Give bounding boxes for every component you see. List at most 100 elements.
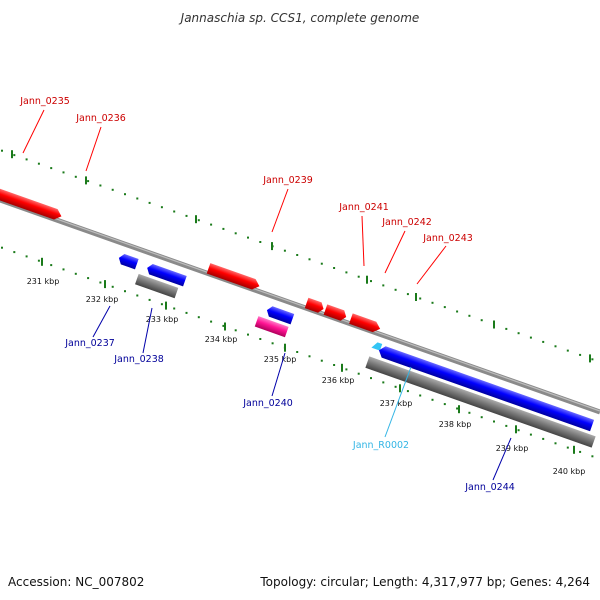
lower-tick-row-dot — [493, 420, 495, 423]
lower-tick-row-dot — [345, 368, 348, 371]
gene-label-jann-0243[interactable]: Jann_0243 — [422, 233, 473, 244]
upper-tick-row-dot — [173, 210, 176, 213]
gene-arrow-jann-0242[interactable] — [323, 304, 348, 322]
upper-tick-row-dot — [160, 206, 163, 209]
lower-tick-row-dot — [13, 251, 16, 254]
upper-tick-row-dot — [542, 340, 545, 343]
gene-label-jann-0235[interactable]: Jann_0235 — [19, 96, 70, 107]
gene-arrow-jann-0241[interactable] — [304, 297, 326, 314]
upper-tick-row-dot — [136, 197, 139, 200]
upper-tick-row-dot — [259, 241, 262, 243]
upper-tick-row-dot — [320, 262, 323, 265]
upper-tick-row-dot — [394, 288, 397, 291]
upper-tick-row-dot — [197, 219, 200, 222]
upper-tick-row-dot — [517, 332, 520, 335]
upper-tick-row-dot — [345, 271, 348, 274]
tick-rows — [1, 149, 594, 458]
gene-arrow-jann-0239[interactable] — [206, 263, 262, 291]
lower-tick-row-dot — [456, 407, 459, 410]
forward-gene-arrows — [0, 176, 382, 334]
lower-tick-row-dot — [554, 442, 557, 445]
lower-tick-row-dot — [124, 290, 126, 293]
lower-tick-row-dot — [406, 390, 409, 393]
lower-tick-row-dot — [480, 416, 483, 419]
gene-arrow-jann-r0002[interactable] — [371, 341, 383, 351]
upper-tick-row-dot — [296, 254, 299, 256]
upper-tick-row-dot — [210, 223, 213, 226]
lower-tick-row-dot — [579, 450, 582, 453]
upper-tick-row-dot — [13, 154, 16, 157]
gene-arrow-jann-0236[interactable] — [0, 176, 63, 222]
lower-tick-row-dot — [234, 329, 237, 332]
cds-bar-jann-0238 — [135, 273, 179, 299]
lower-tick-row-dot — [50, 264, 53, 267]
genome-backbone — [0, 197, 600, 415]
kbp-label: 232 kbp — [86, 295, 119, 304]
gene-label-jann-0241[interactable]: Jann_0241 — [338, 202, 389, 213]
lower-tick-row-dot — [148, 298, 151, 301]
gene-label-jann-0244[interactable]: Jann_0244 — [464, 482, 515, 493]
kbp-label: 240 kbp — [553, 467, 586, 476]
upper-tick-row-dot — [505, 327, 508, 330]
kbp-label: 234 kbp — [205, 335, 238, 344]
map-title: Jannaschia sp. CCS1, complete genome — [179, 11, 420, 25]
lower-tick-row-dot — [542, 437, 545, 440]
lower-tick-row-dot — [222, 324, 225, 327]
upper-tick-row-dot — [87, 180, 90, 183]
lower-tick-row-dot — [591, 455, 594, 458]
reverse-gene-labels: Jann_0237 Jann_0238 Jann_0240 Jann_R0002… — [64, 305, 515, 493]
gene-label-jann-0237[interactable]: Jann_0237 — [64, 338, 115, 349]
upper-tick-row-dot — [62, 171, 65, 174]
gene-arrow-jann-0243[interactable] — [349, 313, 382, 334]
upper-tick-row-dot — [148, 201, 151, 204]
upper-tick-row-dot — [431, 301, 434, 304]
upper-tick-row-dot — [124, 193, 126, 196]
upper-tick-row-dot — [456, 310, 459, 313]
lower-tick-row-dot — [394, 385, 397, 388]
gene-arrow-jann-0237[interactable] — [117, 253, 139, 270]
gene-label-jann-0240[interactable]: Jann_0240 — [242, 398, 293, 409]
reverse-gene-arrows — [117, 253, 595, 432]
lower-tick-row-dot — [185, 311, 188, 314]
accession-text: Accession: NC_007802 — [8, 575, 144, 589]
lower-tick-row-dot — [271, 342, 274, 345]
lower-tick-row-dot — [87, 277, 90, 280]
lower-tick-row-dot — [333, 364, 336, 366]
genome-backbone-highlight — [0, 198, 600, 412]
gene-label-jann-0238[interactable]: Jann_0238 — [113, 354, 164, 365]
lower-tick-row-dot — [111, 285, 114, 288]
kbp-label: 235 kbp — [264, 355, 297, 364]
lower-tick-row-dot — [517, 429, 520, 432]
upper-tick-row-dot — [283, 249, 286, 252]
lower-tick-row-dot — [173, 307, 176, 310]
upper-tick-row-dot — [382, 284, 385, 287]
upper-tick-row-dot — [1, 149, 3, 152]
upper-tick-row-dot — [25, 158, 28, 161]
kbp-label: 236 kbp — [322, 376, 355, 385]
upper-tick-row-dot — [185, 214, 188, 217]
upper-tick-row-dot — [529, 336, 532, 339]
gene-label-jann-r0002[interactable]: Jann_R0002 — [352, 440, 409, 451]
lower-tick-row-dot — [210, 320, 213, 323]
upper-tick-row-dot — [357, 275, 360, 278]
lower-tick-row-dot — [443, 403, 446, 406]
forward-gene-labels: Jann_0235 Jann_0236 Jann_0239 Jann_0241 … — [19, 96, 473, 285]
upper-tick-row-dot — [333, 267, 336, 269]
lower-tick-row-dot — [382, 381, 385, 384]
upper-tick-row-dot — [247, 236, 249, 239]
gene-label-jann-0239[interactable]: Jann_0239 — [262, 175, 313, 186]
gene-label-jann-0242[interactable]: Jann_0242 — [381, 217, 432, 228]
upper-tick-row-dot — [579, 353, 582, 356]
genome-summary-text: Topology: circular; Length: 4,317,977 bp… — [259, 575, 590, 589]
lower-tick-row-dot — [431, 398, 434, 401]
upper-tick-row-dot — [74, 175, 77, 178]
gene-arrow-jann-0238[interactable] — [145, 263, 187, 287]
gene-arrow-jann-0244[interactable] — [377, 345, 595, 432]
gene-arrow-jann-0240[interactable] — [265, 305, 295, 325]
upper-tick-row-dot — [50, 167, 53, 170]
upper-tick-row-dot — [111, 188, 114, 191]
cds-bar-jann-0244 — [365, 356, 596, 448]
gene-label-jann-0236[interactable]: Jann_0236 — [75, 113, 126, 124]
lower-tick-row-dot — [419, 394, 422, 397]
